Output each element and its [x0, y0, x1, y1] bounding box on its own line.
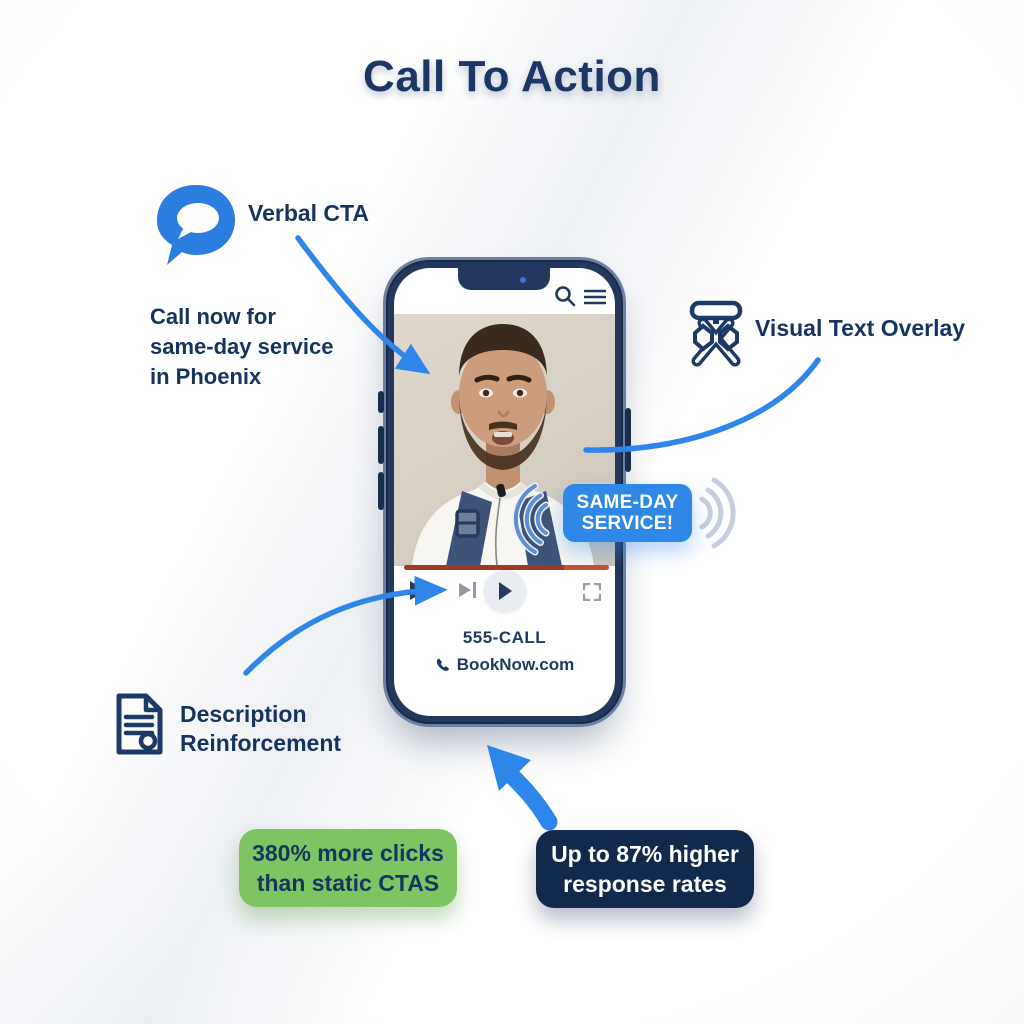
- arrow-response-stat: [487, 745, 558, 831]
- verbal-cta-label: Verbal CTA: [248, 200, 369, 226]
- play-triangle-icon[interactable]: [410, 581, 428, 600]
- sameday-service-badge: SAME-DAY SERVICE!: [563, 484, 692, 542]
- description-label: Description Reinforcement: [180, 700, 341, 758]
- sameday-line: SAME-DAY: [576, 492, 679, 513]
- verbal-script-line: same-day service: [150, 334, 334, 359]
- description-line: Reinforcement: [180, 730, 342, 756]
- text-overlay-icon: [689, 300, 743, 367]
- phone-volume-down-button: [378, 472, 384, 510]
- document-icon: [116, 693, 163, 755]
- phone-volume-up-button: [378, 426, 384, 464]
- skip-next-button[interactable]: [459, 582, 478, 598]
- description-line: Description: [180, 701, 307, 727]
- presenter-illustration: [412, 324, 594, 567]
- fullscreen-button[interactable]: [583, 583, 601, 601]
- stat-line: Up to 87% higher: [551, 841, 739, 867]
- contact-block: 555-CALL BookNow.com: [394, 628, 615, 675]
- menu-icon[interactable]: [584, 289, 606, 305]
- verbal-script-text: Call now for same-day service in Phoenix: [150, 302, 333, 392]
- page-title: Call To Action: [363, 52, 661, 101]
- sound-waves-right-icon: [699, 477, 736, 549]
- phone-number-text: 555-CALL: [462, 628, 547, 647]
- sameday-line: SERVICE!: [581, 513, 674, 534]
- stat-badge-clicks: 380% more clicks than static CTAS: [239, 829, 457, 907]
- verbal-script-line: Call now for: [150, 304, 276, 329]
- stat-line: response rates: [563, 871, 727, 897]
- website-link[interactable]: BookNow.com: [456, 655, 575, 674]
- phone-receiver-icon: [436, 658, 449, 671]
- verbal-script-line: in Phoenix: [150, 364, 262, 389]
- camera-dot-icon: [520, 277, 526, 283]
- play-button[interactable]: [484, 570, 526, 612]
- stat-line: than static CTAS: [256, 870, 440, 896]
- speech-bubble-icon: [157, 185, 235, 265]
- visual-overlay-label: Visual Text Overlay: [755, 315, 966, 341]
- video-progress-bar[interactable]: [404, 565, 609, 570]
- sound-waves-left-icon: [512, 482, 550, 556]
- stat-badge-response: Up to 87% higher response rates: [536, 830, 754, 908]
- play-icon: [499, 582, 512, 600]
- stat-line: 380% more clicks: [252, 840, 444, 866]
- lavalier-mic-icon: [494, 483, 506, 567]
- phone-notch: [458, 268, 550, 290]
- search-icon[interactable]: [554, 285, 576, 307]
- phone-power-button: [625, 408, 631, 472]
- phone-mute-button: [378, 391, 384, 413]
